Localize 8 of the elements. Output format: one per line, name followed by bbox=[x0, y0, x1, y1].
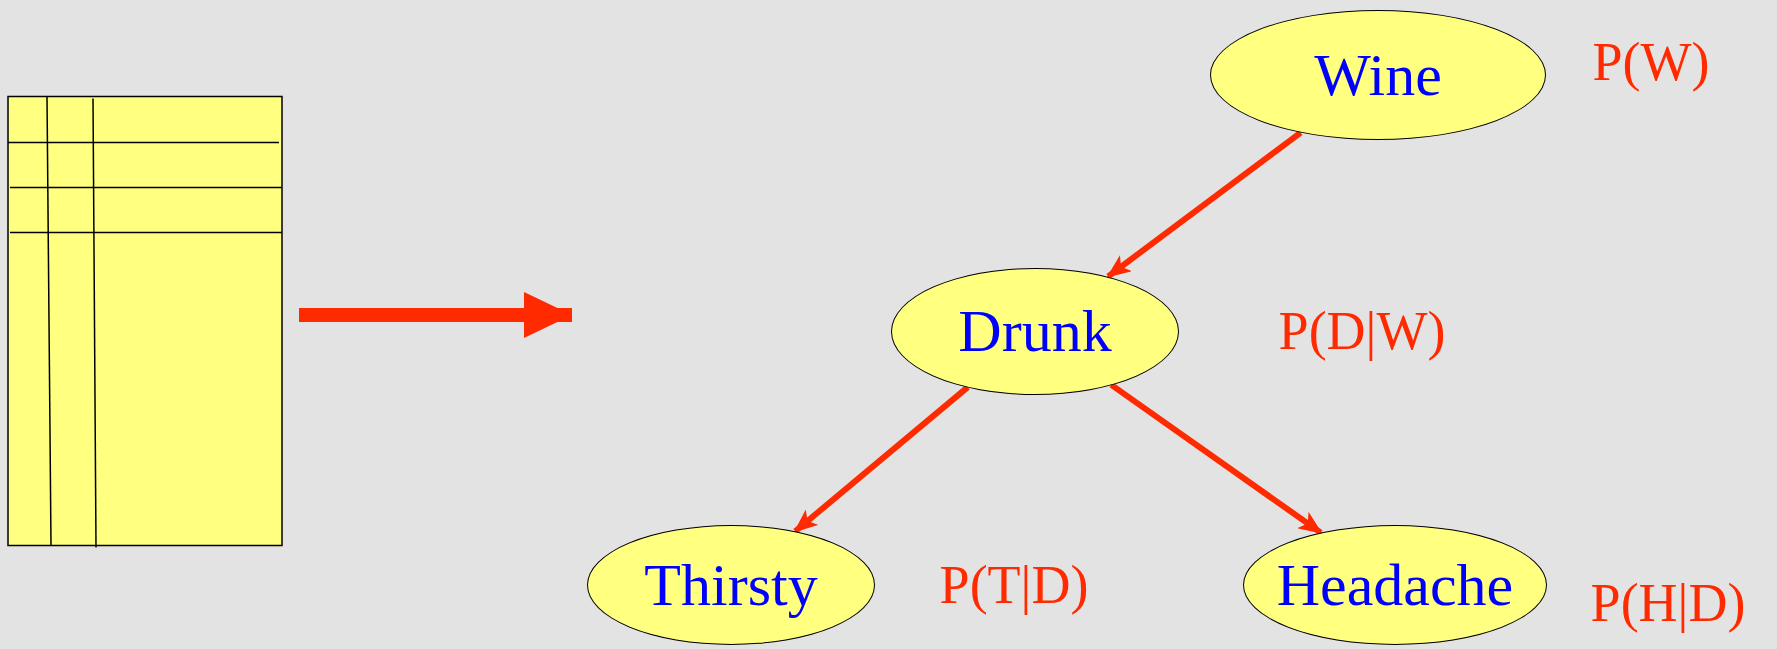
table-drawing bbox=[7, 95, 283, 549]
arrow bbox=[793, 384, 970, 534]
node-label: Headache bbox=[1276, 555, 1514, 615]
node-label: Drunk bbox=[958, 301, 1112, 361]
arrow bbox=[1106, 130, 1303, 279]
arrow bbox=[1109, 382, 1323, 536]
node-label: Wine bbox=[1314, 45, 1442, 105]
arrow bbox=[299, 292, 572, 338]
